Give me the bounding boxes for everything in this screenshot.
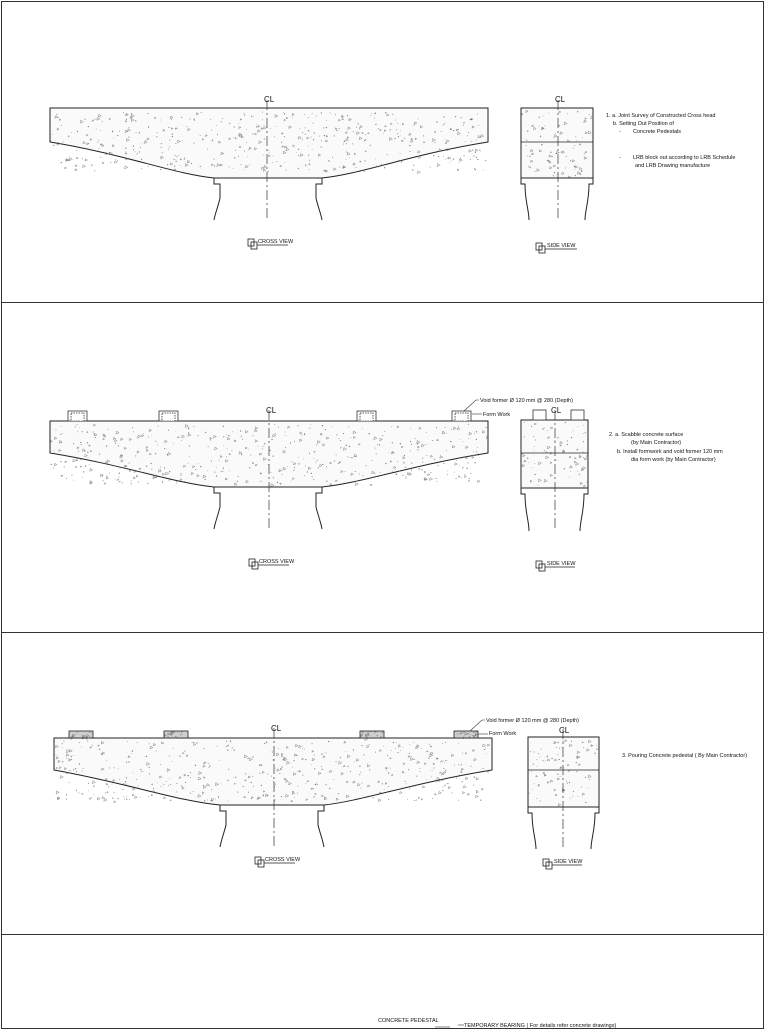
- crosshead-cross-view: [49, 107, 489, 179]
- cl-label: CL: [271, 724, 282, 733]
- crosshead-side-view: [520, 419, 589, 489]
- cross-view-tag: CROSS VIEW: [254, 856, 301, 868]
- panel-3-drawing: CL Void former Ø 120 mm @ 280 (Depth) Fo…: [53, 718, 747, 870]
- panel-step-1: CL CL CROSS VIEW SIDE VIEW 1. a. Joint S…: [1, 1, 764, 303]
- svg-text:CROSS VIEW: CROSS VIEW: [258, 239, 294, 245]
- panel-4-drawing: CONCRETE PEDESTAL TEMPORARY BEARING ( Fo…: [378, 1018, 616, 1029]
- void-former-label: Void former Ø 120 mm @ 280 (Depth): [480, 398, 573, 404]
- svg-text:(by Main Contractor): (by Main Contractor): [631, 440, 681, 446]
- cl-label: CL: [266, 406, 277, 415]
- notes-step-1: 1. a. Joint Survey of Constructed Cross …: [606, 113, 735, 169]
- svg-text:CROSS VIEW: CROSS VIEW: [259, 559, 295, 565]
- svg-text:Concrete Pedestals: Concrete Pedestals: [633, 129, 681, 135]
- column-cross-view: [213, 487, 323, 530]
- note-step-3: 3. Pouring Concrete pedestal ( By Main C…: [622, 753, 747, 759]
- crosshead-cross-view: [53, 737, 493, 806]
- concrete-hatch: [50, 111, 487, 174]
- form-work-label: Form Work: [489, 731, 516, 737]
- cross-view-tag: CROSS VIEW: [248, 558, 295, 570]
- side-view-tag: SIDE VIEW: [542, 858, 583, 870]
- side-view-tag: SIDE VIEW: [535, 242, 577, 254]
- column-side-view: [527, 807, 600, 850]
- form-work-label: Form Work: [483, 412, 510, 418]
- leaders: [469, 719, 488, 735]
- svg-text:dia form work (by Main Contra: dia form work (by Main Contractor): [631, 457, 716, 463]
- notes-step-2: 2. a. Scabble concrete surface (by Main …: [609, 432, 723, 463]
- svg-text:-: -: [619, 129, 621, 135]
- formwork-boxes: [67, 410, 472, 422]
- crosshead-side-view: [520, 107, 594, 179]
- cl-label-side: CL: [551, 406, 562, 415]
- cross-view-tag: CROSS VIEW: [247, 238, 294, 250]
- panel-1-drawing: CL CL CROSS VIEW SIDE VIEW 1. a. Joint S…: [49, 95, 735, 254]
- svg-text:CROSS VIEW: CROSS VIEW: [265, 857, 301, 863]
- svg-text:b. Setting Out Position of: b. Setting Out Position of: [613, 121, 674, 127]
- panel-step-4: CONCRETE PEDESTAL TEMPORARY BEARING ( Fo…: [1, 934, 764, 1029]
- panel-step-3: CL Void former Ø 120 mm @ 280 (Depth) Fo…: [1, 632, 764, 935]
- svg-text:LRB block out according to LRB: LRB block out according to LRB Schedule: [633, 155, 735, 161]
- svg-text:2. a. Scabble concrete sur: 2. a. Scabble concrete surface: [609, 432, 683, 438]
- panel-step-2: CL Void former Ø 120 mm @ 280 (Depth) Fo…: [1, 302, 764, 633]
- svg-text:SIDE VIEW: SIDE VIEW: [547, 243, 576, 249]
- svg-text:SIDE VIEW: SIDE VIEW: [554, 859, 583, 865]
- svg-text:and LRB Drawing manufacture: and LRB Drawing manufacture: [635, 163, 710, 169]
- panel-2-drawing: CL Void former Ø 120 mm @ 280 (Depth) Fo…: [49, 398, 723, 572]
- column-side-view: [520, 488, 589, 532]
- cl-label-side: CL: [555, 95, 566, 104]
- svg-text:1. a. Joint Survey of Constr: 1. a. Joint Survey of Constructed Cross …: [606, 113, 715, 119]
- cl-label-side: CL: [559, 726, 570, 735]
- leaders: [463, 399, 482, 415]
- svg-text:-: -: [619, 155, 621, 161]
- column-cross-view: [213, 178, 323, 221]
- void-former-label: Void former Ø 120 mm @ 280 (Depth): [486, 718, 579, 724]
- concrete-pedestal-label: CONCRETE PEDESTAL: [378, 1018, 439, 1024]
- column-cross-view: [219, 805, 325, 848]
- column-side-view: [520, 178, 594, 221]
- cl-label: CL: [264, 95, 275, 104]
- svg-text:b. Install formwork and: b. Install formwork and void former 120 …: [617, 449, 723, 455]
- crosshead-side-view: [527, 736, 600, 808]
- side-view-tag: SIDE VIEW: [535, 560, 576, 572]
- svg-text:SIDE VIEW: SIDE VIEW: [547, 561, 576, 567]
